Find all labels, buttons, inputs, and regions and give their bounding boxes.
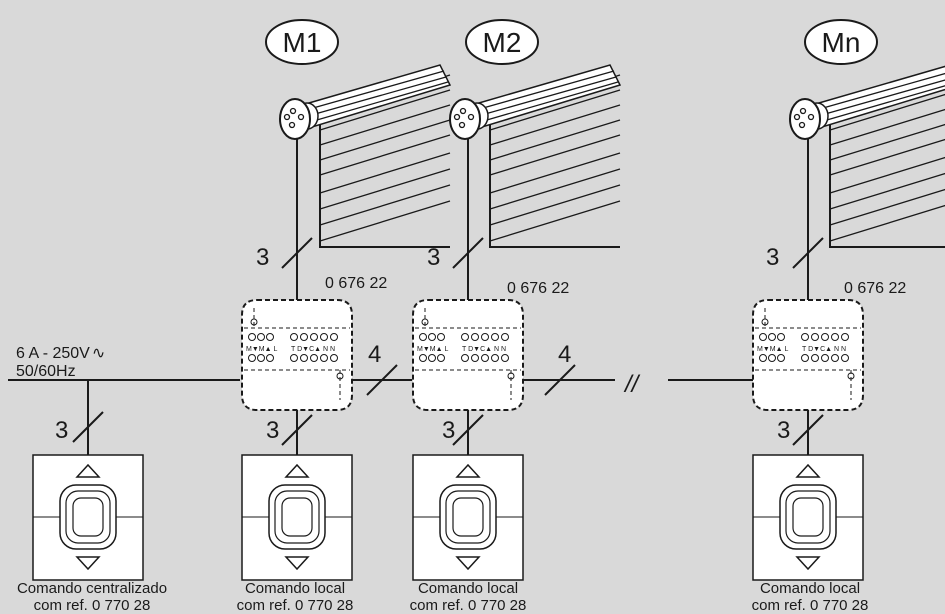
count-motor-2: 3 <box>427 244 440 271</box>
caption-local-2-line2: com ref. 0 770 28 <box>410 597 527 614</box>
caption-central-line1: Comando centralizado <box>17 580 167 597</box>
count-motor-1: 3 <box>256 244 269 271</box>
module-n-terminals-left: M▼M▲ L <box>757 346 788 353</box>
shutter-motor-n <box>789 64 945 248</box>
caption-local-n-line2: com ref. 0 770 28 <box>752 597 869 614</box>
switch-central <box>32 454 144 581</box>
switch-local-1 <box>241 454 353 581</box>
svg-text:Mn: Mn <box>822 27 861 58</box>
caption-central-line2: com ref. 0 770 28 <box>34 597 151 614</box>
module-2-terminals-left: M▼M▲ L <box>417 346 448 353</box>
svg-text:M2: M2 <box>483 27 522 58</box>
module-n-ref: 0 676 22 <box>844 280 906 297</box>
caption-local-1-line1: Comando local <box>245 580 345 597</box>
count-motor-n: 3 <box>766 244 779 271</box>
count-central-switch: 3 <box>55 417 68 444</box>
supply-rating: 6 A - 250V∿ <box>16 345 105 362</box>
module-2-ref: 0 676 22 <box>507 280 569 297</box>
motor-label-n: Mn <box>804 19 878 65</box>
count-bus-1: 4 <box>368 341 381 368</box>
caption-local-2-line1: Comando local <box>418 580 518 597</box>
module-1-ref: 0 676 22 <box>325 275 387 292</box>
module-1-terminals-right: T D▼C▲ N N <box>291 346 335 353</box>
count-local-switch-1: 3 <box>266 417 279 444</box>
module-1-terminals-left: M▼M▲ L <box>246 346 277 353</box>
module-n-terminals-right: T D▼C▲ N N <box>802 346 846 353</box>
module-n <box>752 299 864 411</box>
motor-label-1: M1 <box>265 19 339 65</box>
count-bus-2: 4 <box>558 341 571 368</box>
switch-local-n <box>752 454 864 581</box>
count-local-switch-n: 3 <box>777 417 790 444</box>
shutter-motor-2 <box>449 64 621 248</box>
module-2 <box>412 299 524 411</box>
shutter-motor-1 <box>279 64 451 248</box>
motor-label-2: M2 <box>465 19 539 65</box>
count-local-switch-2: 3 <box>442 417 455 444</box>
supply-frequency: 50/60Hz <box>16 363 76 380</box>
bus-break-mark: // <box>623 371 641 398</box>
switch-local-2 <box>412 454 524 581</box>
module-2-terminals-right: T D▼C▲ N N <box>462 346 506 353</box>
module-1 <box>241 299 353 411</box>
caption-local-1-line2: com ref. 0 770 28 <box>237 597 354 614</box>
svg-text:M1: M1 <box>283 27 322 58</box>
caption-local-n-line1: Comando local <box>760 580 860 597</box>
